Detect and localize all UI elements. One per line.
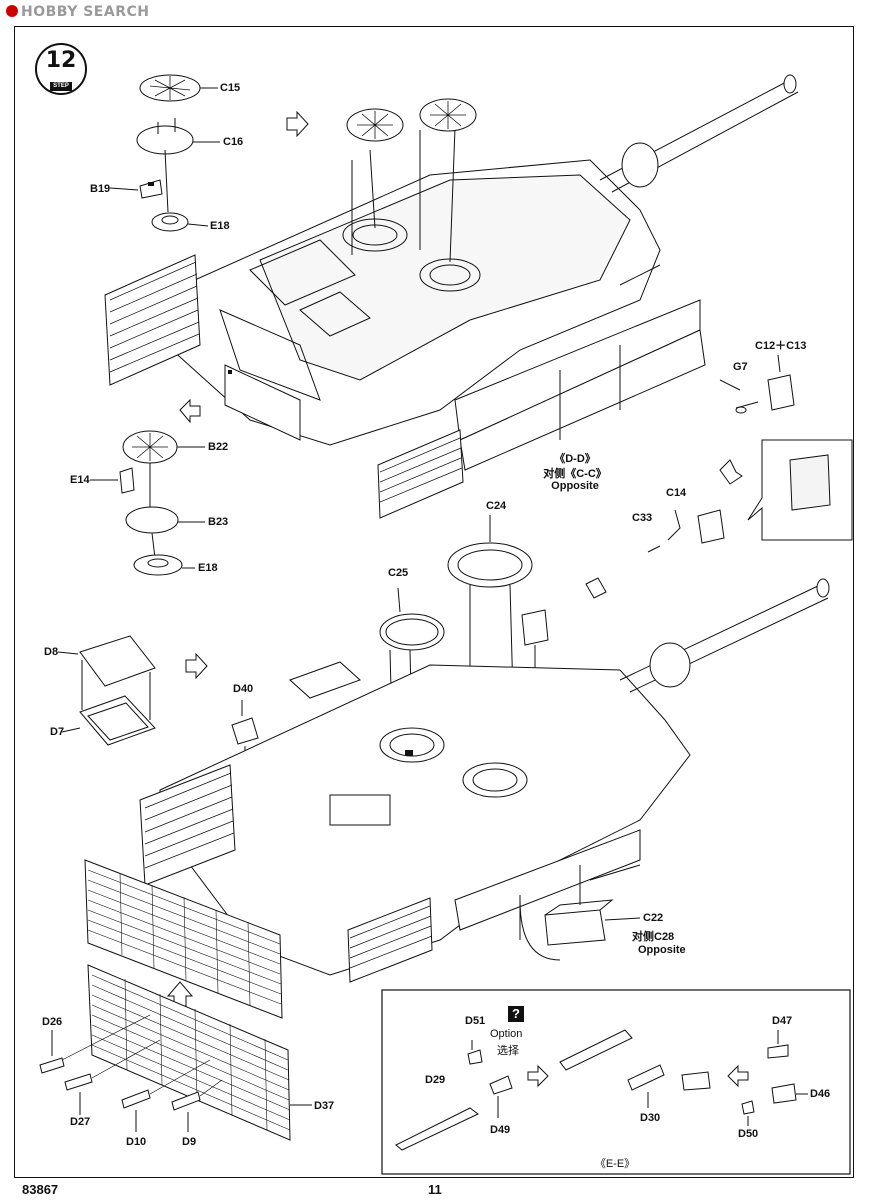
label-d10: D10 [126, 1136, 147, 1148]
label-d27: D27 [70, 1116, 91, 1128]
label-opposite-2: Opposite [638, 944, 686, 956]
label-e14: E14 [70, 474, 90, 486]
lower-tank-drawing [139, 578, 830, 983]
label-d47: D47 [772, 1015, 793, 1027]
part-d7 [61, 695, 156, 746]
label-c22: C22 [643, 912, 664, 924]
part-e18-top [151, 149, 209, 232]
label-d49: D49 [490, 1124, 511, 1136]
label-d40: D40 [233, 683, 254, 695]
label-c16: C16 [223, 136, 244, 148]
grille-pegs [39, 1014, 223, 1132]
label-c25: C25 [388, 567, 409, 579]
page-frame [14, 26, 854, 1178]
label-d29: D29 [425, 1074, 446, 1086]
part-d8 [57, 635, 156, 720]
label-d8: D8 [44, 646, 59, 658]
label-d37: D37 [314, 1100, 335, 1112]
step-tag: STEP [50, 82, 72, 91]
label-cc: 对侧《C-C》 [543, 468, 607, 480]
part-c12-c13 [735, 354, 795, 414]
machine-gun-parts [395, 1029, 808, 1151]
part-e14 [90, 467, 135, 494]
part-c16 [136, 118, 220, 155]
label-e18-top: E18 [210, 220, 230, 232]
watermark-logo-icon [6, 5, 18, 17]
assembly-arrows [166, 110, 749, 1088]
label-e18-mid: E18 [198, 562, 218, 574]
part-grille-d37 [87, 964, 312, 1141]
label-d7: D7 [50, 726, 65, 738]
part-b22 [122, 430, 205, 510]
label-b19: B19 [90, 183, 111, 195]
label-option-cn: 选择 [497, 1045, 519, 1057]
label-b22: B22 [208, 441, 229, 453]
part-grille-upper [84, 859, 283, 1019]
label-c33: C33 [632, 512, 653, 524]
label-dd: 《D-D》 [554, 453, 596, 465]
label-ee: 《E-E》 [594, 1158, 636, 1170]
label-c14: C14 [666, 487, 687, 499]
hobby-search-watermark: HOBBY SEARCH [6, 4, 149, 20]
label-d50: D50 [738, 1128, 759, 1140]
step-number: 12 [45, 48, 77, 73]
option-subframe [381, 989, 851, 1175]
option-question-icon: ? [508, 1006, 524, 1022]
label-g7: G7 [733, 361, 748, 373]
label-d46: D46 [810, 1088, 831, 1100]
label-b23: B23 [208, 516, 229, 528]
upper-tank-drawing [104, 74, 799, 519]
step-badge: 12 STEP [35, 43, 87, 95]
part-e18-mid [133, 554, 195, 576]
dark-details [148, 182, 413, 756]
label-d9: D9 [182, 1136, 197, 1148]
label-d26: D26 [42, 1016, 63, 1028]
page-number: 11 [428, 1182, 442, 1197]
label-d51: D51 [465, 1015, 486, 1027]
label-d30: D30 [640, 1112, 661, 1124]
part-b19 [109, 179, 163, 199]
model-number: 83867 [22, 1182, 59, 1197]
label-c12-c13: C12＋C13 [755, 340, 807, 352]
detail-callout [747, 439, 853, 541]
label-opposite-1: Opposite [551, 480, 599, 492]
part-b23 [125, 506, 205, 559]
part-c22 [544, 899, 641, 946]
label-c28: 对侧C28 [632, 931, 675, 943]
hatch-top-parts [346, 98, 477, 142]
part-c15 [139, 74, 218, 102]
part-c14 [647, 509, 725, 553]
label-c24: C24 [486, 500, 507, 512]
label-c15: C15 [220, 82, 241, 94]
label-option: Option [490, 1028, 523, 1040]
